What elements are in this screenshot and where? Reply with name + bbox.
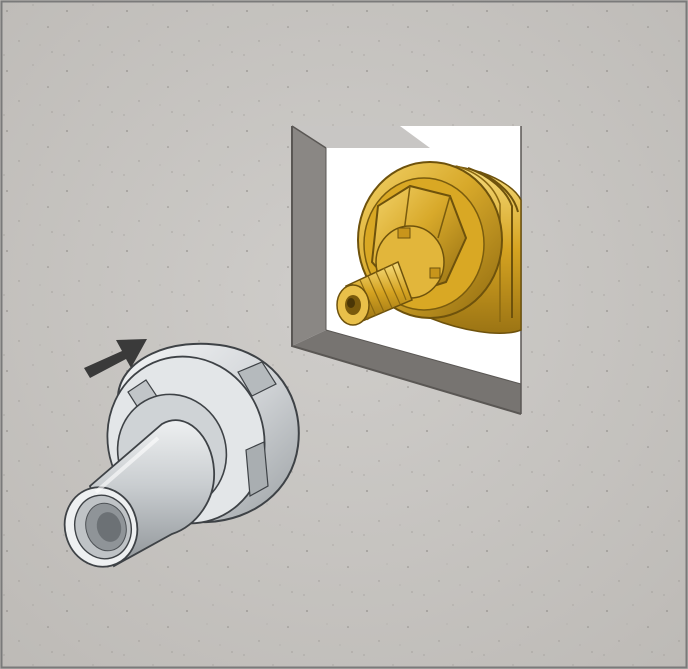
illustration-frame	[0, 0, 688, 669]
installation-illustration	[0, 0, 688, 669]
